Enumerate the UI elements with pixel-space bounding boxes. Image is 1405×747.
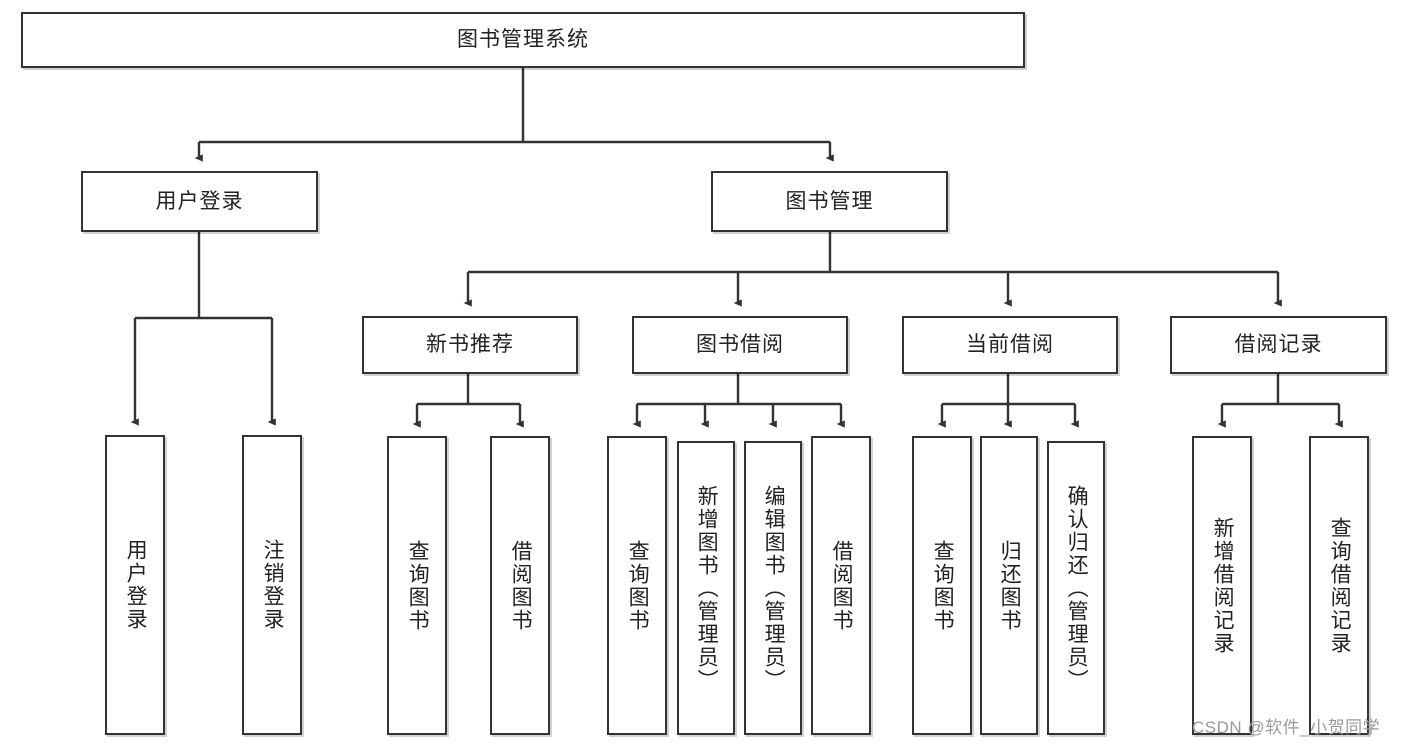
node-leaf-record-add[interactable]: 新增借阅记录 [1192, 436, 1252, 735]
node-label: 确认归还（管理员） [1065, 484, 1089, 692]
node-current-borrow[interactable]: 当前借阅 [902, 316, 1118, 374]
node-label: 查询图书 [406, 539, 430, 632]
node-label: 当前借阅 [966, 333, 1054, 357]
node-label: 查询图书 [931, 539, 955, 632]
node-leaf-user-login[interactable]: 用户登录 [105, 435, 165, 735]
node-label: 图书借阅 [696, 333, 784, 357]
node-leaf-current-query[interactable]: 查询图书 [912, 436, 972, 735]
node-root-system[interactable]: 图书管理系统 [21, 12, 1025, 68]
node-label: 编辑图书（管理员） [762, 484, 786, 692]
node-label: 注销登录 [261, 539, 285, 631]
csdn-watermark: CSDN @软件_小贺同学 [1192, 718, 1381, 737]
node-leaf-borrow-add[interactable]: 新增图书（管理员） [677, 441, 735, 735]
node-label: 借阅记录 [1234, 333, 1323, 357]
node-label: 查询图书 [626, 539, 650, 632]
node-label: 新增借阅记录 [1211, 516, 1235, 655]
node-label: 用户登录 [155, 189, 244, 213]
node-book-borrow[interactable]: 图书借阅 [632, 316, 848, 374]
node-borrow-record[interactable]: 借阅记录 [1170, 316, 1387, 374]
node-label: 归还图书 [998, 539, 1022, 632]
node-label: 查询借阅记录 [1328, 516, 1352, 655]
node-leaf-rec-borrow[interactable]: 借阅图书 [490, 436, 550, 735]
node-leaf-rec-query[interactable]: 查询图书 [387, 436, 447, 735]
node-label: 新书推荐 [426, 333, 514, 357]
node-leaf-borrow-lend[interactable]: 借阅图书 [811, 436, 871, 735]
node-label: 用户登录 [124, 539, 148, 631]
node-user-login[interactable]: 用户登录 [81, 171, 318, 232]
node-leaf-borrow-query[interactable]: 查询图书 [607, 436, 667, 735]
node-leaf-borrow-edit[interactable]: 编辑图书（管理员） [744, 441, 802, 735]
node-label: 图书管理 [785, 189, 874, 213]
node-leaf-current-return[interactable]: 归还图书 [980, 436, 1038, 735]
node-label: 借阅图书 [509, 539, 533, 632]
node-leaf-user-logout[interactable]: 注销登录 [242, 435, 302, 735]
node-book-manage[interactable]: 图书管理 [711, 171, 948, 232]
node-label: 图书管理系统 [457, 28, 589, 52]
node-leaf-current-confirm[interactable]: 确认归还（管理员） [1047, 441, 1105, 735]
node-label: 新增图书（管理员） [695, 484, 719, 692]
node-leaf-record-query[interactable]: 查询借阅记录 [1309, 436, 1369, 735]
node-new-book-rec[interactable]: 新书推荐 [362, 316, 578, 374]
node-label: 借阅图书 [830, 539, 854, 632]
